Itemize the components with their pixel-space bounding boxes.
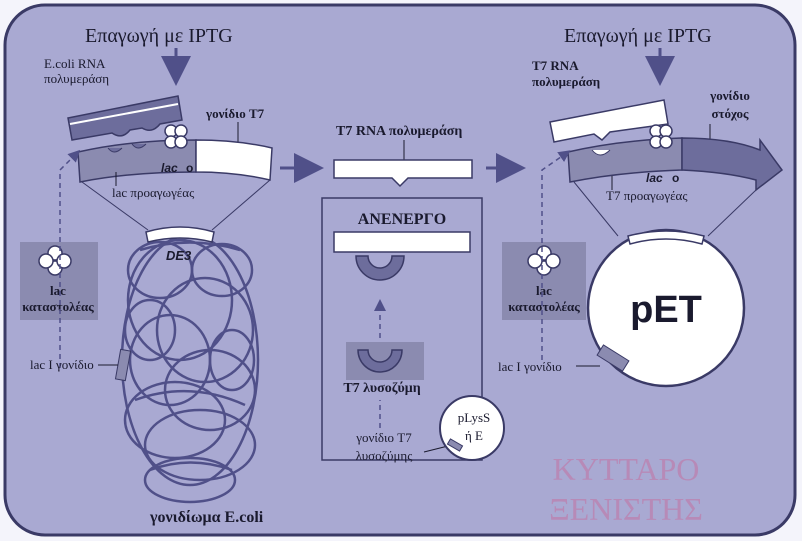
de3-label: DE3	[166, 248, 192, 263]
funnel-right-2	[707, 189, 757, 237]
pet-label: pET	[630, 289, 702, 331]
promoter-notch	[107, 147, 123, 153]
right-laci-label: lac I γονίδιο	[498, 359, 562, 374]
right-repressor-label-2: καταστολέας	[508, 299, 580, 314]
ecoli-rnap-label-2: πολυμεράση	[44, 71, 109, 86]
left-repressor-label: lac	[50, 283, 66, 298]
left-laci-gene	[114, 348, 132, 382]
right-repressor-icon	[527, 245, 561, 276]
right-laci-gene	[596, 344, 630, 372]
left-iptg-label: Επαγωγή με IPTG	[85, 25, 233, 47]
right-t7-rnap-label-2: πολυμεράση	[532, 74, 600, 89]
inactive-t7-rnap	[333, 231, 471, 253]
plyss-label-2: ή E	[465, 428, 483, 443]
promoter-notch-2	[131, 143, 147, 149]
de3-insertion	[145, 226, 215, 243]
right-t7-rna-polymerase	[549, 99, 669, 143]
genome-label: γονιδίωμα E.coli	[149, 509, 264, 526]
right-t7-rnap-label: T7 RNA	[532, 58, 579, 73]
right-lac-o-letter: o	[672, 171, 679, 185]
t7-gene-label: γονίδιο T7	[205, 106, 265, 121]
left-laci-label: lac I γονίδιο	[30, 357, 94, 372]
target-gene-arrow	[681, 137, 784, 192]
left-repressor-label-2: καταστολέας	[22, 299, 94, 314]
lysozyme-gene-leader	[423, 445, 449, 453]
pet-plasmid	[586, 228, 746, 388]
left-lac-o-label: lac	[161, 161, 178, 175]
inactive-box	[321, 197, 483, 461]
lysozyme-gene-label: γονίδιο T7	[355, 430, 412, 445]
pet-insert	[627, 230, 705, 245]
t7-rna-polymerase-product	[333, 159, 473, 188]
ecoli-rnap-label: E.coli RNA	[44, 56, 106, 71]
left-lac-o-letter: o	[186, 161, 193, 175]
lysozyme-gene-label-2: λυσοζύμης	[356, 448, 414, 463]
plyss-label: pLysS	[458, 410, 491, 425]
host-cell-label: ΚΥΤΤΑΡΟ	[553, 451, 700, 487]
inactive-label: ΑΝΕΝΕΡΓΟ	[358, 211, 446, 228]
lac-operator-icon	[164, 124, 188, 149]
left-repressor-dashed	[59, 149, 81, 368]
host-cell-label-2: ΞΕΝΙΣΤΗΣ	[549, 491, 703, 527]
plyss-gene	[446, 438, 464, 452]
right-repressor-label: lac	[536, 283, 552, 298]
right-repressor-dashed	[541, 150, 571, 360]
left-repressor-icon	[38, 245, 72, 276]
right-lac-o-label: lac	[646, 171, 663, 185]
ecoli-rna-polymerase	[67, 95, 183, 141]
right-iptg-label: Επαγωγή με IPTG	[564, 25, 712, 47]
funnel-right-1	[573, 181, 619, 237]
t7-promoter-notch	[591, 149, 611, 156]
lac-promoter-label: lac προαγωγέας	[112, 185, 195, 200]
ecoli-rnap-highlight	[69, 103, 179, 125]
lysozyme-label: T7 λυσοζύμη	[343, 381, 420, 396]
target-gene-label: γονίδιο	[709, 88, 750, 103]
funnel-left-2	[211, 179, 271, 231]
t7-promoter-label: T7 προαγωγέας	[606, 188, 688, 203]
funnel-left-1	[81, 181, 149, 231]
right-lac-operator-icon	[649, 124, 673, 149]
free-lysozyme	[357, 349, 403, 373]
bound-lysozyme	[355, 255, 405, 281]
target-gene-label-2: στόχος	[711, 106, 749, 121]
t7-rnap-label: T7 RNA πολυμεράση	[336, 124, 462, 139]
